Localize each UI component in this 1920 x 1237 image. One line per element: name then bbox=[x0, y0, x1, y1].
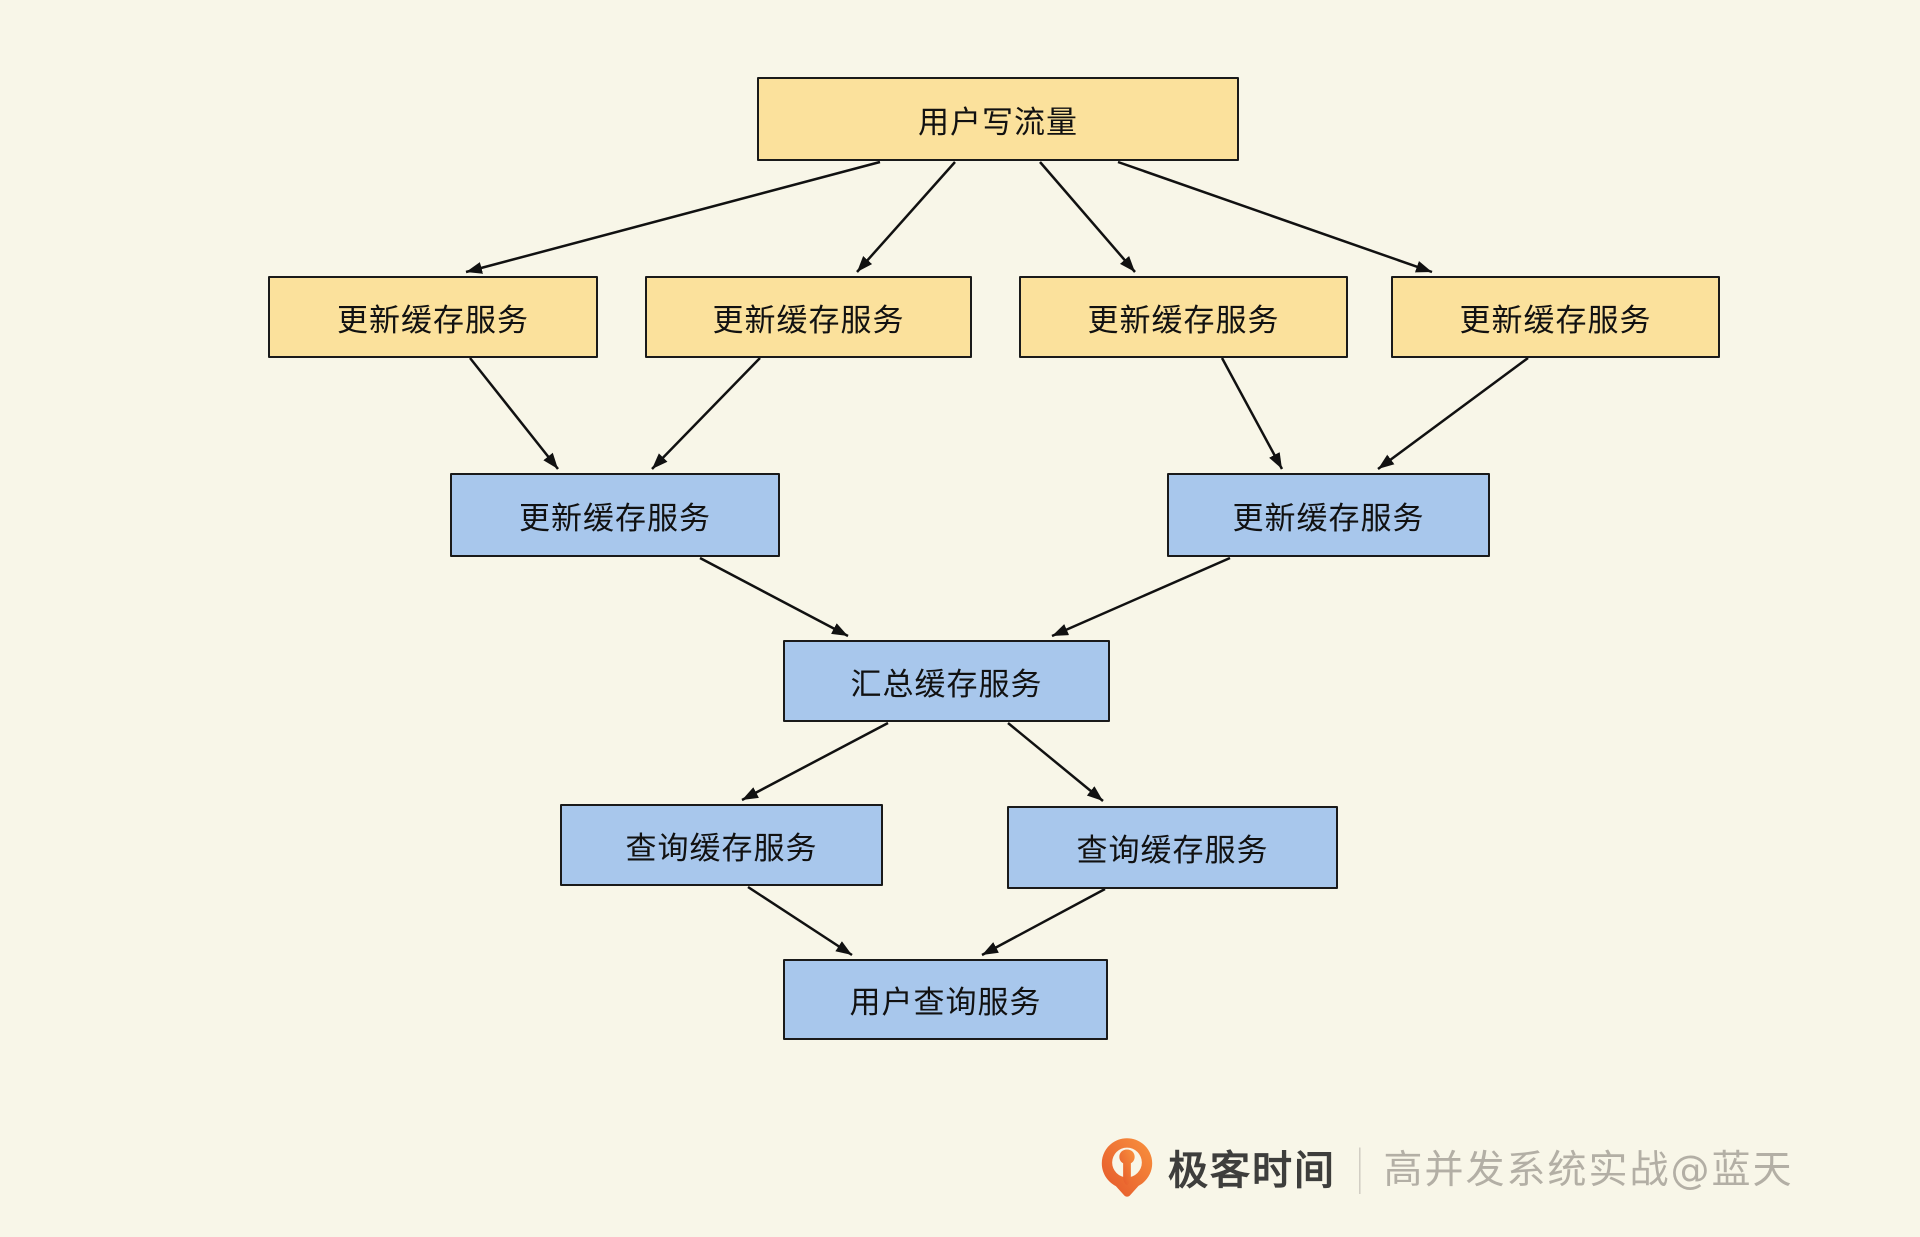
node-label: 查询缓存服务 bbox=[625, 830, 818, 867]
arrow-updatecache-d-to-l2-right bbox=[1377, 356, 1529, 471]
footer-watermark: 极客时间 | 高并发系统实战@蓝天 bbox=[1100, 1136, 1794, 1198]
node-update-cache-c: 更新缓存服务 bbox=[1019, 276, 1348, 358]
geektime-brand-text: 极客时间 bbox=[1168, 1148, 1336, 1194]
arrow-userwrite-to-updatecache-b bbox=[856, 161, 956, 273]
node-user-query-service: 用户查询服务 bbox=[783, 959, 1108, 1040]
node-user-write-traffic: 用户写流量 bbox=[757, 77, 1239, 161]
arrow-updatecache-a-to-l2-left bbox=[469, 357, 559, 470]
node-label: 更新缓存服务 bbox=[1232, 500, 1425, 537]
node-update-cache-b: 更新缓存服务 bbox=[645, 276, 972, 358]
arrow-query-right-to-userquery bbox=[981, 887, 1106, 957]
arrow-l2-left-to-aggregate bbox=[699, 556, 849, 638]
arrow-query-left-to-userquery bbox=[747, 885, 853, 957]
node-label: 更新缓存服务 bbox=[519, 500, 711, 537]
arrow-updatecache-c-to-l2-right bbox=[1220, 357, 1284, 470]
footer-credit-text: 高并发系统实战@蓝天 bbox=[1383, 1148, 1794, 1193]
node-label: 更新缓存服务 bbox=[712, 302, 905, 339]
arrow-updatecache-b-to-l2-left bbox=[651, 357, 761, 470]
arrow-l2-right-to-aggregate bbox=[1051, 556, 1231, 638]
node-label: 查询缓存服务 bbox=[1076, 833, 1269, 869]
node-update-cache-l2-right: 更新缓存服务 bbox=[1167, 473, 1490, 557]
node-update-cache-d: 更新缓存服务 bbox=[1391, 276, 1720, 358]
geektime-logo-icon bbox=[1101, 1138, 1153, 1197]
arrow-aggregate-to-query-right bbox=[1007, 722, 1104, 802]
node-aggregate-cache: 汇总缓存服务 bbox=[783, 640, 1110, 722]
arrow-userwrite-to-updatecache-d bbox=[1117, 160, 1433, 274]
node-query-cache-left: 查询缓存服务 bbox=[560, 804, 883, 886]
footer-separator: | bbox=[1355, 1140, 1365, 1194]
arrow-aggregate-to-query-left bbox=[741, 721, 889, 802]
arrow-userwrite-to-updatecache-c bbox=[1039, 161, 1136, 273]
node-label: 用户查询服务 bbox=[849, 985, 1042, 1021]
node-label: 汇总缓存服务 bbox=[850, 666, 1043, 703]
node-label: 更新缓存服务 bbox=[337, 302, 529, 339]
arrow-userwrite-to-updatecache-a bbox=[465, 160, 881, 274]
node-query-cache-right: 查询缓存服务 bbox=[1007, 806, 1338, 889]
node-label: 更新缓存服务 bbox=[1459, 302, 1652, 339]
node-label: 用户写流量 bbox=[918, 104, 1078, 141]
node-update-cache-a: 更新缓存服务 bbox=[268, 276, 598, 358]
node-label: 更新缓存服务 bbox=[1087, 302, 1280, 339]
node-update-cache-l2-left: 更新缓存服务 bbox=[450, 473, 780, 557]
